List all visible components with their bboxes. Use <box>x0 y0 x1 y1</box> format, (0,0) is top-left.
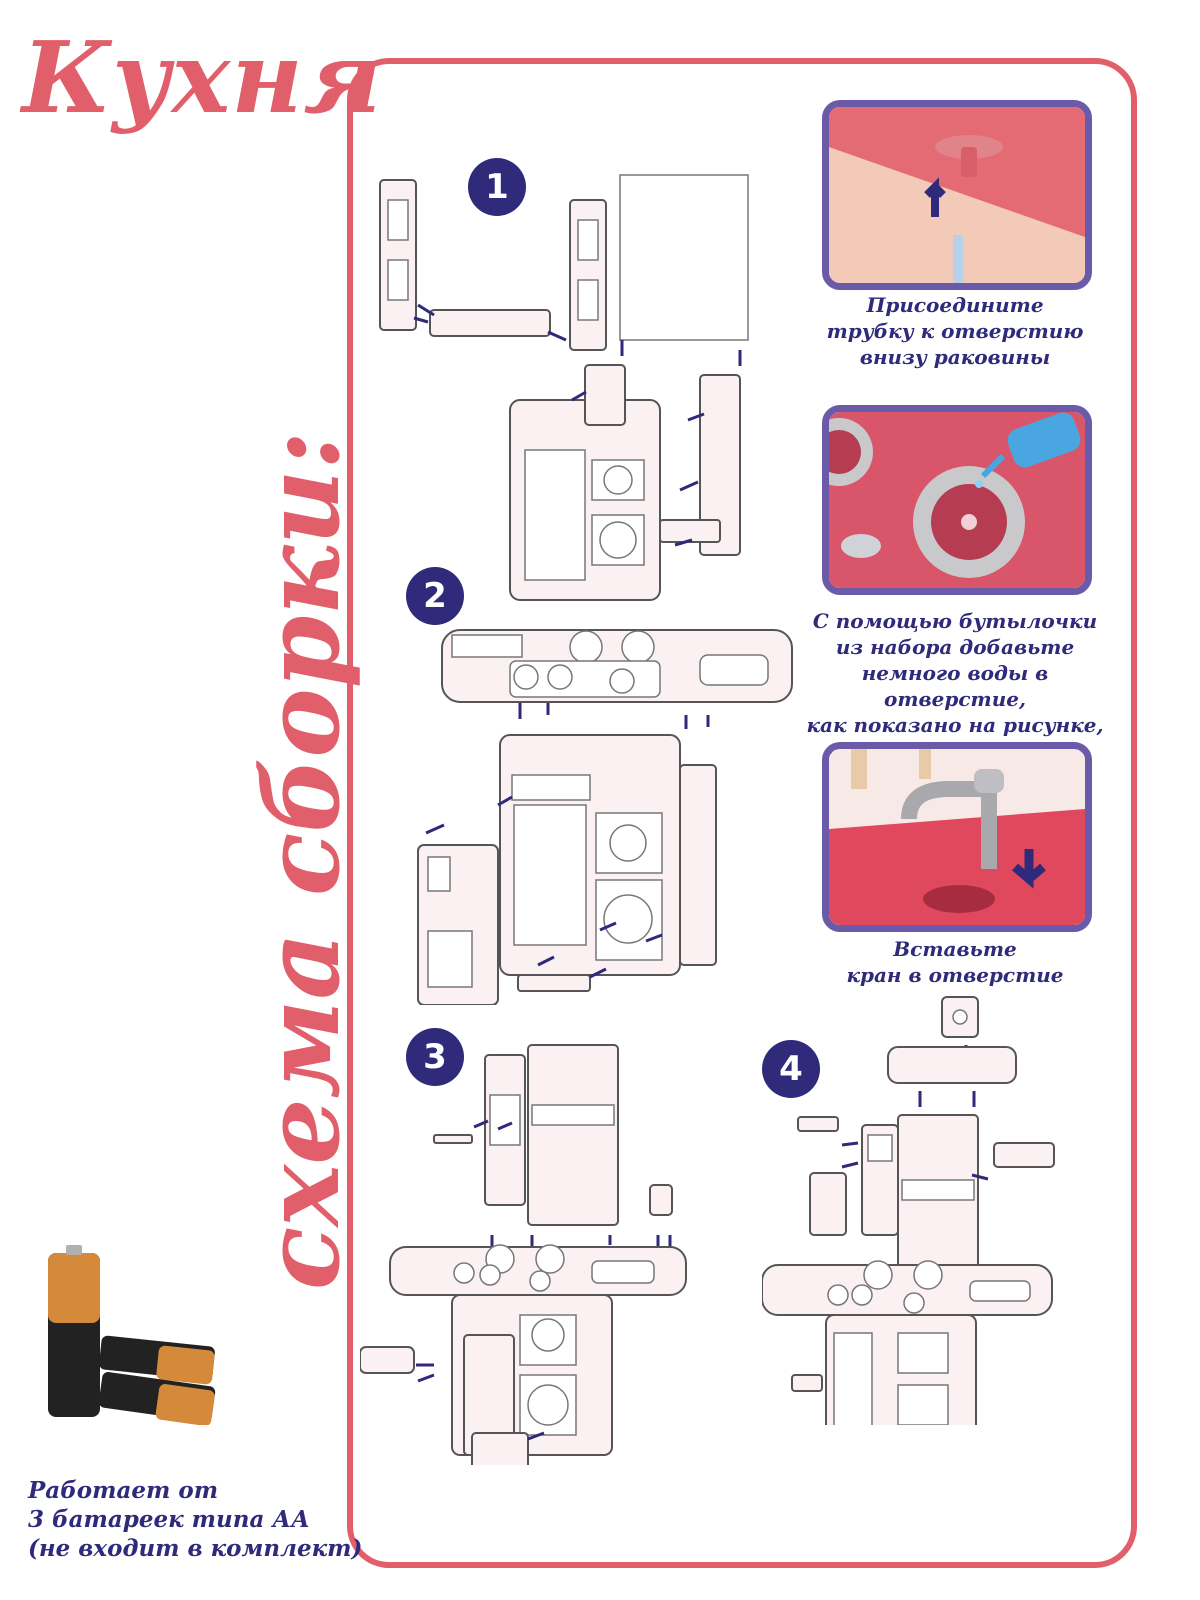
tip-photo-steam-bottle <box>822 405 1092 595</box>
step-4-badge: 4 <box>762 1040 820 1098</box>
step-3-badge: 3 <box>406 1028 464 1086</box>
page-title: Кухня <box>22 21 383 136</box>
step-1-badge: 1 <box>468 158 526 216</box>
step-4-diagram <box>762 996 1055 1425</box>
step-2-badge: 2 <box>406 567 464 625</box>
step-1-diagram <box>379 174 749 601</box>
tip-caption-faucet: Вставьте кран в отверстие <box>846 937 1064 987</box>
step-2-diagram <box>417 629 793 1005</box>
batteries-image <box>48 1245 216 1425</box>
tip-caption-sink-tube: Присоедините трубку к отверстию внизу ра… <box>826 293 1084 369</box>
page-subtitle: схема сборки: <box>240 431 363 1290</box>
battery-caption: Работает от 3 батареек типа АА (не входи… <box>28 1477 363 1562</box>
tip-photo-sink-tube <box>822 100 1092 290</box>
step-3-diagram <box>360 1044 687 1465</box>
tip-photo-faucet <box>822 742 1092 932</box>
instruction-frame <box>347 58 1137 1568</box>
tip-caption-steam-bottle: С помощью бутылочки из набора добавьте н… <box>806 609 1104 763</box>
